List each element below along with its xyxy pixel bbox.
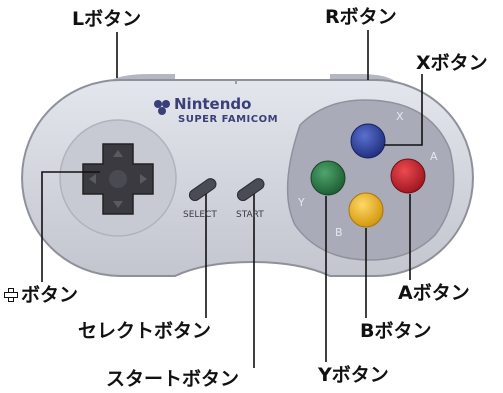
start-text: START [236, 210, 264, 220]
b-button-shape [348, 192, 384, 228]
button-panel [286, 99, 455, 261]
dpad-outline-icon [4, 288, 18, 302]
label-b-button: Bボタン [360, 320, 432, 342]
nintendo-logo-mark [154, 100, 170, 115]
brand-text: Nintendo [174, 95, 252, 113]
label-x-button: Xボタン [416, 52, 488, 74]
label-a-button: Aボタン [398, 282, 470, 304]
select-text: SELECT [183, 210, 217, 220]
dpad [82, 143, 154, 215]
model-text: SUPER FAMICOM [178, 114, 279, 125]
y-letter: Y [298, 196, 305, 209]
label-dpad: ボタン [4, 286, 78, 305]
label-r-button: Rボタン [325, 6, 397, 28]
a-letter: A [430, 150, 438, 163]
label-dpad-text: ボタン [21, 284, 79, 306]
x-button-shape [350, 123, 386, 159]
leader-x [384, 74, 423, 146]
y-button-shape [310, 160, 346, 196]
leader-dpad [41, 171, 100, 282]
label-l-button: Lボタン [72, 8, 142, 30]
label-y-button: Yボタン [318, 364, 389, 386]
label-start-button: スタートボタン [106, 368, 240, 390]
label-select-button: セレクトボタン [78, 320, 212, 342]
b-letter: B [335, 226, 343, 239]
a-button-shape [390, 158, 426, 194]
x-letter: X [396, 110, 404, 123]
